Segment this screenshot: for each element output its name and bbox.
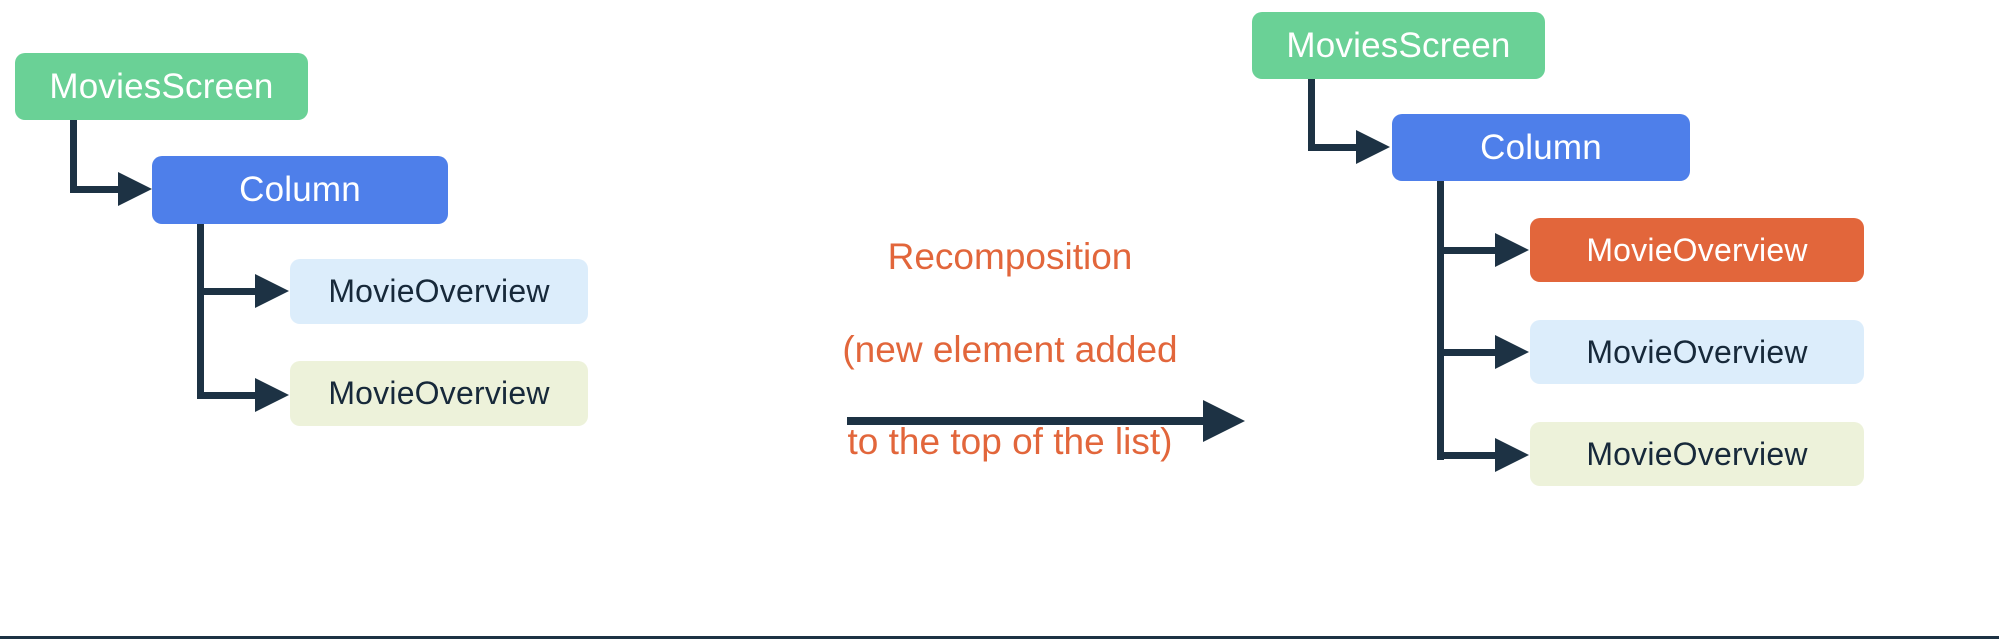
- node-label: MovieOverview: [328, 375, 550, 411]
- caption-line-1: Recomposition: [887, 236, 1133, 278]
- node-movies-screen-after[interactable]: MoviesScreen: [1252, 12, 1545, 79]
- node-label: MoviesScreen: [49, 66, 274, 106]
- arrowhead-icon-overview2-after: [1495, 438, 1529, 472]
- node-label: MovieOverview: [328, 273, 550, 309]
- arrowhead-icon-overview1-after: [1495, 335, 1529, 369]
- connector-trunk-column-after: [1437, 181, 1444, 460]
- node-label: Column: [1480, 127, 1602, 167]
- arrowhead-icon-overview2-before: [255, 378, 289, 412]
- caption-line-3: to the top of the list): [847, 421, 1173, 463]
- connector-hline-overview2-before: [197, 392, 262, 399]
- transition-caption: Recomposition (new element added to the …: [830, 188, 1190, 512]
- node-movie-overview-new-after[interactable]: MovieOverview: [1530, 218, 1864, 282]
- connector-hline-overview-new-after: [1437, 247, 1502, 254]
- arrowhead-icon-overview-new-after: [1495, 233, 1529, 267]
- connector-vline-screen-to-column-after: [1308, 79, 1315, 151]
- connector-vline-screen-to-column-before: [70, 120, 77, 193]
- node-label: Column: [239, 170, 361, 209]
- connector-hline-overview2-after: [1437, 452, 1502, 459]
- connector-hline-overview1-before: [197, 288, 262, 295]
- node-column-before[interactable]: Column: [152, 156, 448, 224]
- arrowhead-icon-screen-to-column-before: [118, 172, 152, 206]
- node-movie-overview-1-after[interactable]: MovieOverview: [1530, 320, 1864, 384]
- connector-hline-screen-to-column-after: [1308, 144, 1363, 151]
- node-label: MovieOverview: [1586, 231, 1808, 268]
- node-label: MovieOverview: [1586, 333, 1808, 370]
- node-movies-screen-before[interactable]: MoviesScreen: [15, 53, 308, 120]
- arrowhead-icon-screen-to-column-after: [1356, 130, 1390, 164]
- caption-line-2: (new element added: [842, 328, 1178, 370]
- node-movie-overview-2-before[interactable]: MovieOverview: [290, 361, 588, 426]
- transition-arrow-line: [847, 417, 1207, 425]
- arrowhead-icon-overview1-before: [255, 274, 289, 308]
- node-column-after[interactable]: Column: [1392, 114, 1690, 181]
- node-label: MoviesScreen: [1286, 25, 1511, 65]
- connector-hline-screen-to-column-before: [70, 186, 125, 193]
- node-movie-overview-2-after[interactable]: MovieOverview: [1530, 422, 1864, 486]
- connector-trunk-column-before: [197, 224, 204, 399]
- transition-arrowhead-icon: [1203, 400, 1245, 442]
- connector-hline-overview1-after: [1437, 349, 1502, 356]
- node-movie-overview-1-before[interactable]: MovieOverview: [290, 259, 588, 324]
- node-label: MovieOverview: [1586, 435, 1808, 472]
